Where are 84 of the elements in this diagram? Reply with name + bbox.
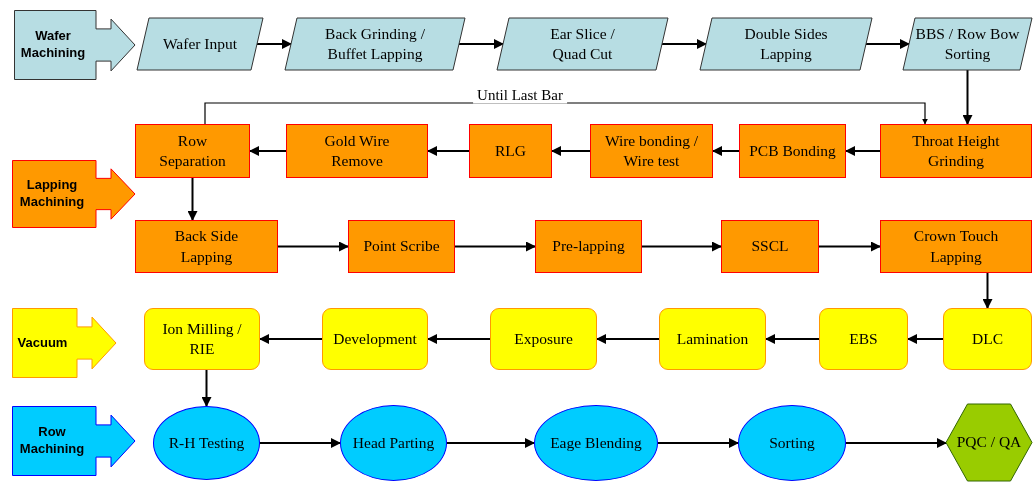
arrow [641,241,722,252]
arrow [458,39,504,49]
stage-arrow-box [12,406,136,476]
process-box [721,220,819,273]
arrow [446,438,535,448]
arrow [661,39,707,49]
node-label: Lamination [676,328,749,349]
node-label: RLG [495,140,526,161]
node-label: Gold Wire Remove [323,130,391,171]
process-rounded-box [659,308,766,370]
process-box [880,124,1032,178]
node-label: Back Grinding / Buffet Lapping [324,23,426,64]
process-box [348,220,455,273]
node-label: Ear Slice / Quad Cut [549,23,616,64]
node-label: PQC / QA [956,432,1022,453]
process-rounded-box [819,308,908,370]
node-label: Crown Touch Lapping [912,226,1000,267]
process-box [535,220,642,273]
arrow [712,146,740,156]
node-label: Sorting [769,432,815,453]
stage-arrow-box [12,308,117,378]
node-label: Pre-lapping [552,236,625,257]
node-label: Row Separation [158,130,227,171]
process-rounded-box [943,308,1032,370]
node-label: Back Side Lapping [173,226,240,267]
node-label: Double Sides Lapping [743,23,829,64]
node-label: Wafer Input [162,33,238,54]
arrow [187,177,198,221]
arrow [551,146,591,156]
process-rounded-box [144,308,260,370]
process-rounded-box [322,308,428,370]
node-label: Development [333,328,417,349]
node-label: Eage Blending [550,432,642,453]
process-rounded-box [490,308,597,370]
process-box [469,124,552,178]
process-parallelogram [903,18,1032,70]
arrow [427,334,491,344]
arrow [765,334,820,344]
arrow [962,69,973,125]
arrow [256,39,292,49]
arrow [845,438,947,448]
process-box [135,124,250,178]
process-box [135,220,278,273]
arrow [907,334,944,344]
arrow [201,369,212,407]
node-label: R-H Testing [168,432,245,453]
arrow [454,241,536,252]
node-label: Point Scribe [363,236,440,257]
arrow [657,438,739,448]
end-hexagon [946,404,1032,481]
arrow [259,438,341,448]
node-label: DLC [972,328,1003,349]
process-box [739,124,846,178]
node-label: Wire bonding / Wire test [603,130,700,171]
node-label: Head Parting [352,432,435,453]
node-label: Row Machining [18,424,86,458]
node-label: Ion Milling / RIE [161,318,243,359]
process-box [880,220,1032,273]
arrow [596,334,660,344]
node-label: Lapping Machining [18,177,86,211]
process-box [286,124,428,178]
arrow [865,39,910,49]
arrow [259,334,323,344]
node-label: EBS [849,328,878,349]
node-label: Wafer Machining [19,28,87,62]
stage-arrow-box [14,10,136,80]
node-label: SSCL [751,236,789,257]
node-label: Throat Height Grinding [911,130,1001,171]
node-label: PCB Bonding [749,140,836,161]
process-parallelogram [137,18,263,70]
arrow [818,241,881,252]
node-label: Exposure [514,328,573,349]
node-label: Vacuum [16,334,69,352]
arrow [427,146,470,156]
arrow [277,241,349,252]
process-parallelogram [285,18,465,70]
process-box [590,124,713,178]
node-label: BBS / Row Bow Sorting [914,23,1021,64]
arrow [982,272,993,309]
arrow [845,146,881,156]
stage-arrow-box [12,160,136,228]
process-parallelogram [497,18,668,70]
arrow [249,146,287,156]
process-parallelogram [700,18,872,70]
